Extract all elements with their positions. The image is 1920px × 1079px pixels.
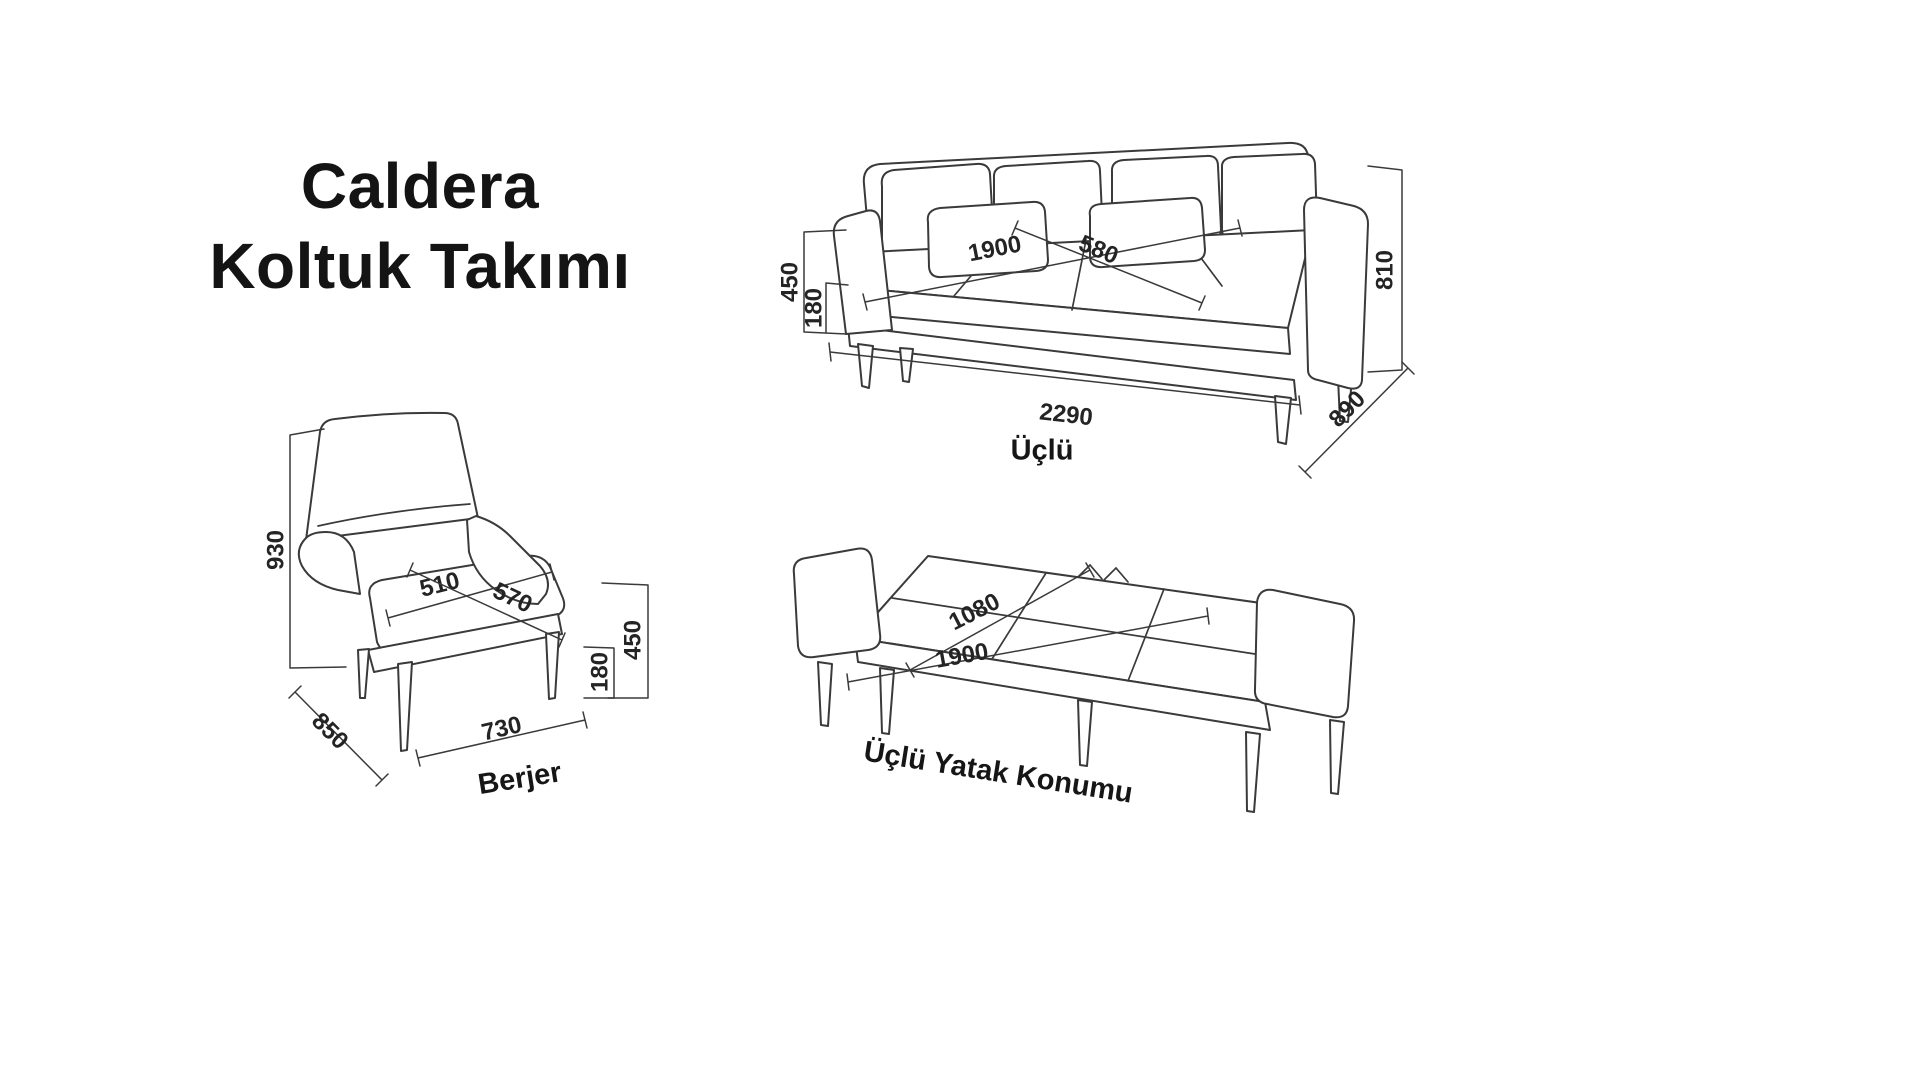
armchair-diagram: 930 450 180 510 570 850 730 Berjer [262,411,649,801]
armchair-label: Berjer [476,756,564,801]
sofabed-seam-lengthwise [891,597,1269,657]
sofabed-leg-1 [817,661,833,727]
armchair-dim-total-depth: 850 [306,707,353,754]
sofabed-diagram: 1080 1900 Üçlü Yatak Konumu [792,547,1356,813]
armchair-dim-line-seat-depth [406,562,566,648]
armchair-leg-front-left [397,661,413,752]
armchair-dim-line-height [289,428,347,669]
sofa-leg-back-left [899,347,914,383]
armchair-leg-front-right [545,631,560,700]
sofa-leg-front-left [857,343,874,389]
sofabed-arm-right [1253,588,1356,719]
sofa-accent-pillow-right [1088,196,1206,269]
sofa-dim-total-length: 2290 [1038,398,1094,431]
armchair-leg-back-left [357,648,370,699]
sofabed-leg-3 [1077,699,1093,767]
sofa-seat-seam [1071,239,1087,311]
sofabed-drawing [792,547,1356,813]
sofa-dim-line-seat-height [803,229,847,335]
sofabed-dim-line-bed-length [846,607,1210,691]
sofa-back-pillow-4 [1220,152,1318,241]
product-title-line1: Caldera [300,150,540,222]
sofabed-leg-4 [1245,731,1261,813]
sofa-arm-right [1303,196,1369,390]
sofa-label: Üçlü [1011,434,1074,467]
sofa-base-frame [847,325,1297,401]
armchair-dim-total-width: 730 [479,711,524,746]
armchair-base-skirt [367,613,563,673]
sofa-arm-left [832,209,893,335]
armchair-dimensions: 930 450 180 510 570 850 730 Berjer [262,428,649,801]
armchair-dim-line-total-depth [288,685,389,787]
armchair-back [305,411,479,541]
sofa-leg-front-right [1274,395,1292,445]
armchair-drawing [297,411,566,752]
sofabed-leg-5 [1329,719,1345,795]
armchair-dim-seat-height: 450 [619,620,646,660]
sofabed-label: Üçlü Yatak Konumu [861,735,1135,810]
sofa-dim-line-seat-depth [1011,220,1206,311]
sofabed-seam-cross-2 [1127,588,1165,682]
sofa-dim-line-cushion-height [825,282,849,333]
sofa-dim-line-seat-length [862,219,1243,311]
sofabed-leg-2 [879,667,895,735]
armchair-arm-left [297,531,361,595]
sofa-diagram: 450 180 810 2290 890 1900 580 Üçlü [776,141,1415,479]
armchair-dim-line-total-width [415,711,588,767]
armchair-dim-cushion-height: 180 [586,652,613,692]
sofa-dim-line-total-length [828,342,1302,415]
sofa-dim-line-height [1367,165,1403,373]
armchair-dim-line-cushion-height [583,646,615,699]
sofa-dim-height: 810 [1371,250,1398,290]
sofa-dim-line-total-depth [1298,361,1415,479]
sofabed-seam-cross-1 [991,572,1047,660]
sofabed-fold-notch-2 [1103,566,1129,583]
sofa-dim-seat-height: 450 [776,262,803,302]
armchair-back-crease [317,503,471,527]
product-title: Caldera Koltuk Takımı [150,146,690,306]
product-title-line2: Koltuk Takımı [209,230,631,302]
armchair-dim-height: 930 [262,530,289,570]
sofabed-arm-left [792,547,882,659]
armchair-dim-line-seat-width [385,563,555,627]
sofa-drawing [832,141,1369,445]
sofabed-fold-notch-1 [1077,563,1103,580]
sofa-dim-cushion-height: 180 [800,288,827,328]
sofa-dim-total-depth: 890 [1323,385,1370,432]
armchair-arm-right [466,515,549,605]
